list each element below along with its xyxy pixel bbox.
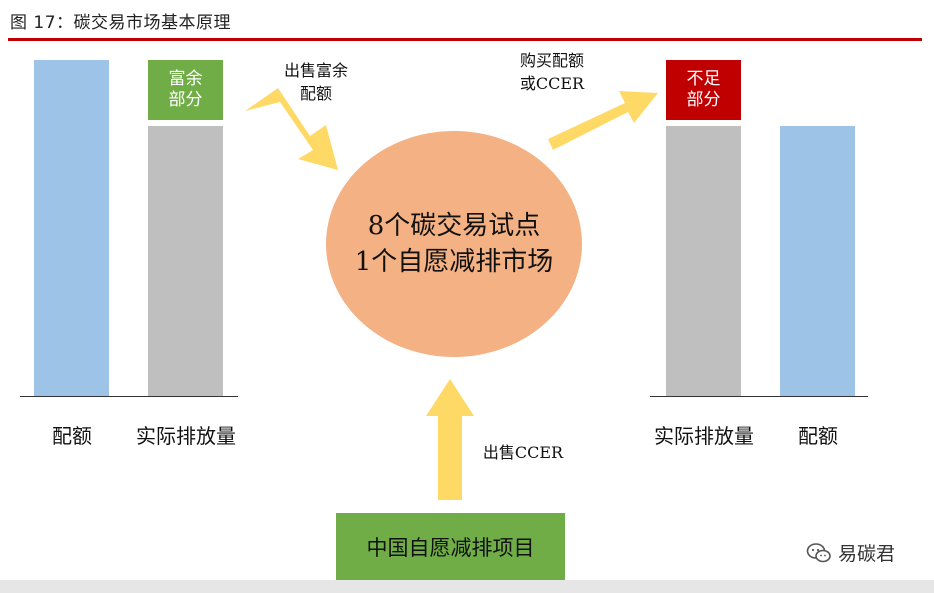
right-baseline [650, 396, 868, 397]
sell-surplus-arrow [245, 88, 338, 170]
watermark: 易碳君 [806, 539, 895, 566]
left-emission-caption: 实际排放量 [136, 424, 236, 448]
left-allowance-bar [34, 60, 109, 396]
left-allowance-caption: 配额 [52, 424, 92, 448]
sell-ccer-arrow [426, 379, 474, 500]
market-line-pilots: 8个碳交易试点 [367, 211, 541, 241]
bottom-strip [0, 580, 934, 593]
left-baseline [20, 396, 238, 397]
voluntary-project-box: 中国自愿减排项目 [336, 513, 565, 580]
right-emission-bar [666, 126, 741, 396]
market-circle: 8个碳交易试点 1个自愿减排市场 [326, 131, 582, 357]
left-emission-bar [148, 126, 223, 396]
watermark-text: 易碳君 [838, 543, 896, 565]
figure-title: 图 17：碳交易市场基本原理 [10, 13, 232, 33]
right-allowance-bar [780, 126, 855, 396]
buy-allowance-arrow [548, 91, 658, 150]
right-allowance-caption: 配额 [798, 424, 838, 448]
right-emission-caption: 实际排放量 [654, 424, 754, 448]
sell-surplus-label: 出售富余 配额 [283, 61, 348, 103]
wechat-icon [806, 542, 831, 562]
buy-allowance-label: 购买配额 或CCER [519, 51, 585, 93]
title-divider [8, 38, 922, 41]
sell-ccer-label: 出售CCER [482, 443, 564, 462]
market-line-voluntary: 1个自愿减排市场 [354, 247, 554, 277]
surplus-box: 富余 部分 [148, 60, 223, 120]
shortfall-box: 不足 部分 [666, 60, 741, 120]
